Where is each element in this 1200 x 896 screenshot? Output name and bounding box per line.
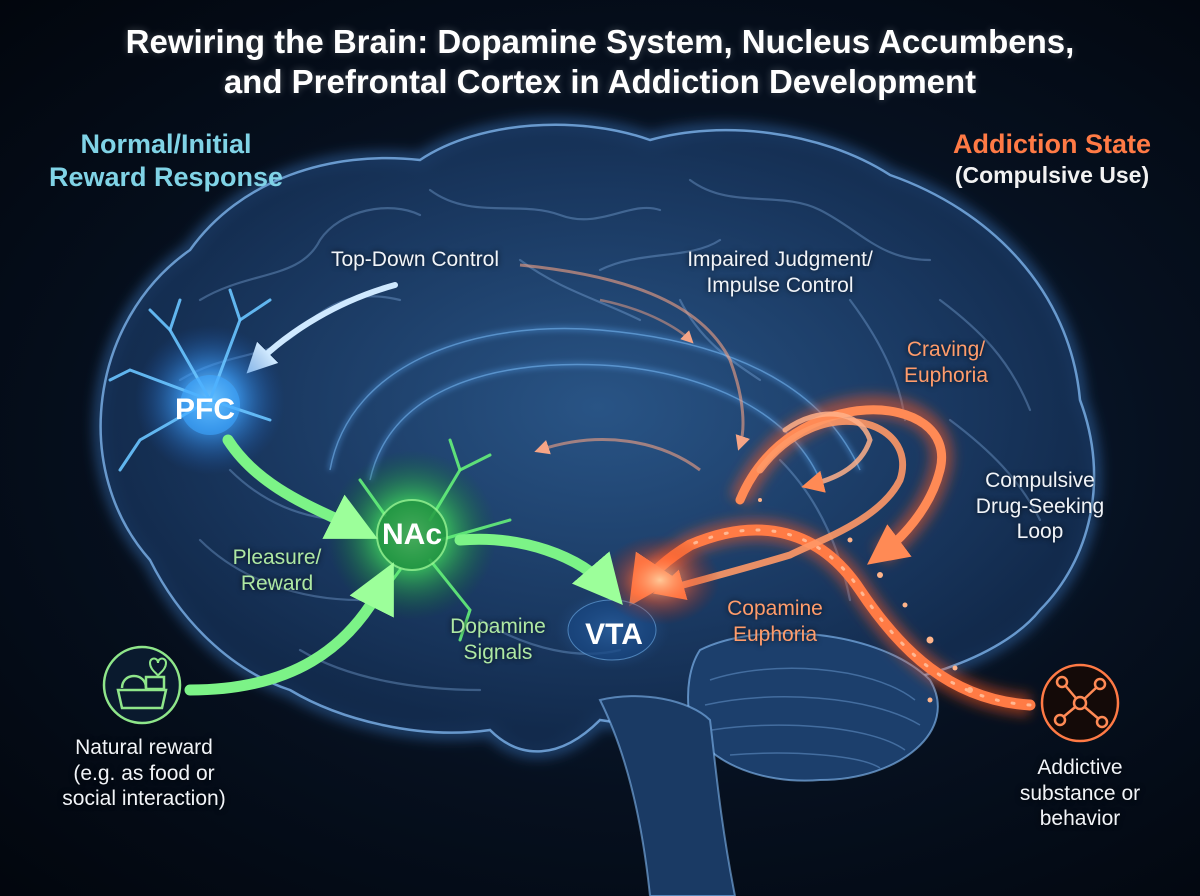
cerebellum-folds <box>704 667 921 769</box>
copamine-euphoria-line-1: Copamine <box>727 597 823 620</box>
normal-state-heading-line-2: Reward Response <box>48 161 284 192</box>
natural-reward-label: Natural reward (e.g. as food or social i… <box>30 735 258 812</box>
addictive-substance-line-1: Addictive <box>1037 756 1123 779</box>
pfc-label: PFC <box>175 393 235 426</box>
addictive-substance-label: Addictive substance or behavior <box>995 755 1165 832</box>
page-title: Rewiring the Brain: Dopamine System, Nuc… <box>0 22 1200 103</box>
green-arrows <box>184 434 623 696</box>
pleasure-reward-line-1: Pleasure/ <box>232 546 322 569</box>
craving-euphoria-label: Craving/ Euphoria <box>876 337 1016 388</box>
natural-reward-line-1: Natural reward <box>75 736 213 759</box>
addiction-state-heading-line-2: (Compulsive Use) <box>954 161 1150 188</box>
molecule-icon <box>1040 663 1120 743</box>
compulsive-loop-line-2: Drug-Seeking <box>975 494 1105 518</box>
impaired-judgment-arrow <box>519 263 750 451</box>
impaired-judgment-line-1: Impaired Judgment/ <box>687 248 873 271</box>
impaired-judgment-label: Impaired Judgment/ Impulse Control <box>652 247 908 298</box>
title-line-2: and Prefrontal Cortex in Addiction Devel… <box>223 63 977 101</box>
copamine-euphoria-label: Copamine Euphoria <box>700 596 850 647</box>
addiction-state-heading-line-1: Addiction State <box>952 129 1151 159</box>
compulsive-loop-line-1: Compulsive <box>985 469 1095 492</box>
food-heart-icon <box>102 645 182 725</box>
impaired-judgment-line-2: Impulse Control <box>706 273 854 297</box>
normal-state-heading-line-1: Normal/Initial <box>80 129 252 159</box>
compulsive-loop-label: Compulsive Drug-Seeking Loop <box>950 468 1130 545</box>
impaired-judgment-branch <box>599 298 694 344</box>
addiction-state-heading: Addiction State (Compulsive Use) <box>918 128 1186 189</box>
compulsive-loop-line-3: Loop <box>1016 520 1064 544</box>
pleasure-reward-label: Pleasure/ Reward <box>212 545 342 596</box>
craving-inner-arrow <box>782 411 873 493</box>
natural-reward-line-3: social interaction) <box>62 787 226 811</box>
addictive-substance-line-3: behavior <box>1039 807 1121 831</box>
copamine-euphoria-line-2: Euphoria <box>732 622 818 646</box>
natural-reward-arrow <box>184 562 394 696</box>
feedback-arrow <box>534 438 701 472</box>
pfc-neuron <box>108 288 285 475</box>
addictive-substance-line-2: substance or <box>1019 781 1141 805</box>
title-line-1: Rewiring the Brain: Dopamine System, Nuc… <box>125 23 1075 60</box>
compulsive-loop-arrow <box>652 418 906 600</box>
dopamine-signals-line-2: Signals <box>463 640 533 664</box>
pleasure-reward-line-2: Reward <box>240 571 314 595</box>
pfc-to-nac-arrow <box>222 434 378 539</box>
craving-euphoria-line-1: Craving/ <box>906 338 986 361</box>
brain-cortex <box>99 123 1096 753</box>
dopamine-signals-line-1: Dopamine <box>450 615 546 638</box>
natural-reward-line-2: (e.g. as food or <box>73 761 215 785</box>
top-down-control-label: Top-Down Control <box>330 248 500 271</box>
limbic-arcs-sharp <box>329 327 861 481</box>
vta-orange-glow <box>600 535 720 625</box>
vta-label: VTA <box>585 618 643 651</box>
normal-state-heading: Normal/Initial Reward Response <box>22 128 310 194</box>
brainstem <box>598 695 737 896</box>
nac-to-vta-arrow <box>454 533 623 606</box>
nac-label: NAc <box>381 518 442 551</box>
craving-euphoria-line-2: Euphoria <box>903 363 989 387</box>
dopamine-signals-label: Dopamine Signals <box>428 614 568 665</box>
addiction-sparks <box>758 498 973 703</box>
